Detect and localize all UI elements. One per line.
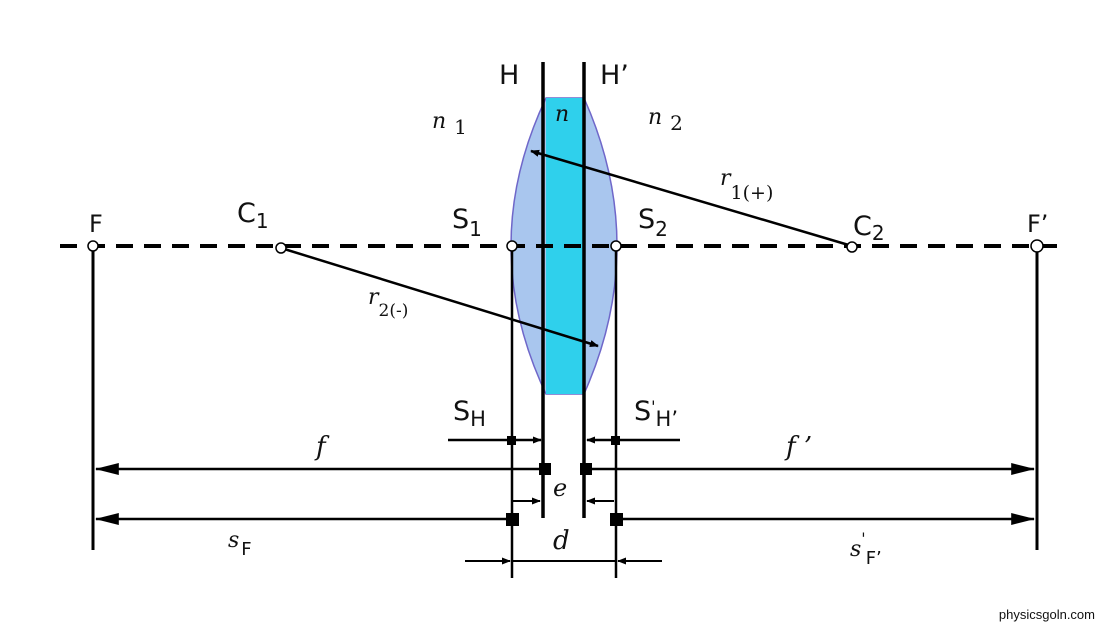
label-n: n	[555, 102, 569, 127]
radius-r1-line	[530, 149, 853, 248]
label-s-h: SH	[453, 396, 486, 431]
label-c1: C1	[237, 198, 269, 233]
marker-h-prime-f	[580, 463, 592, 475]
label-f-prime-distance: f ’	[784, 432, 812, 462]
label-f-point: F	[89, 210, 103, 238]
label-f-prime-point: F’	[1027, 210, 1048, 238]
label-s1: S1	[452, 204, 482, 241]
watermark: physicsgoln.com	[998, 607, 1095, 622]
point-s1	[506, 240, 518, 252]
marker-s2-sf-prime	[610, 513, 623, 526]
point-f-prime	[1030, 239, 1044, 253]
point-s2	[610, 240, 622, 252]
point-c1	[275, 242, 287, 254]
marker-s1-sf	[506, 513, 519, 526]
label-h: H	[499, 60, 519, 91]
label-r1: r1(+)	[720, 166, 773, 204]
label-d: d	[553, 526, 570, 556]
label-e: e	[553, 474, 567, 502]
marker-s-h	[507, 436, 516, 445]
label-s-f-prime: s'F’	[850, 529, 882, 569]
marker-s-h-prime	[611, 436, 620, 445]
label-c2: C2	[853, 211, 885, 245]
label-s-h-prime: S'H’	[634, 396, 678, 431]
label-h-prime: H’	[600, 60, 629, 91]
label-s2: S2	[638, 204, 668, 241]
marker-h-f	[539, 463, 551, 475]
point-f	[87, 240, 99, 252]
point-c2	[846, 241, 858, 253]
label-r2: r2(-)	[368, 285, 408, 321]
radius-r2-line	[280, 246, 599, 348]
label-f-distance: f	[314, 432, 330, 462]
